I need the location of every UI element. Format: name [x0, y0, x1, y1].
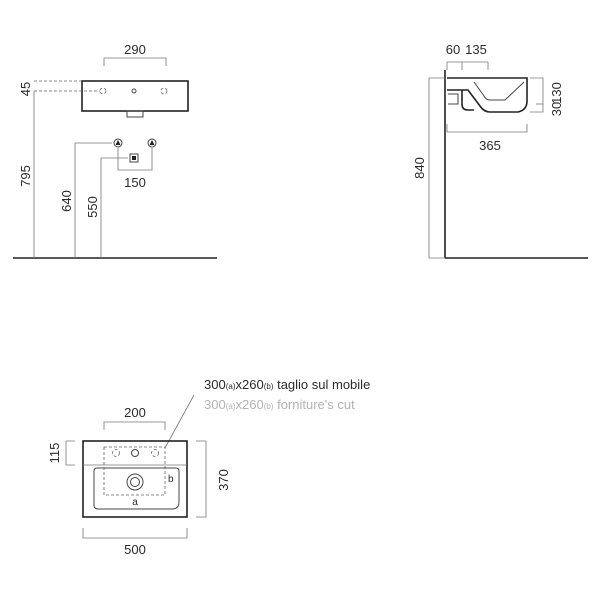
front-view: 290 45 795 150 640 550	[13, 42, 217, 259]
plan-hole-right	[151, 449, 159, 457]
cut-note-italian: 300(a)x260(b) taglio sul mobile	[204, 377, 370, 392]
dim-135: 135	[465, 42, 487, 57]
dim-365: 365	[479, 138, 501, 153]
leader-line	[164, 394, 195, 449]
dim-line-130	[530, 77, 544, 113]
dim-line-365	[446, 124, 528, 133]
trap-pipe	[461, 90, 474, 111]
plan-view: 300(a)x260(b) taglio sul mobile 300(a)x2…	[47, 377, 370, 557]
dim-line-290	[103, 57, 167, 66]
waste-outlet-side	[448, 93, 459, 105]
dim-60: 60	[446, 42, 460, 57]
dim-line-60	[446, 61, 462, 70]
dim-line-150	[117, 148, 153, 171]
drain-outer	[126, 473, 144, 491]
dim-130: 130	[549, 82, 564, 104]
cut-label-a: a	[132, 497, 138, 508]
dim-line-550	[100, 157, 128, 258]
basin-front	[81, 80, 189, 112]
plan-hole-center	[131, 449, 139, 457]
overflow-hole	[99, 87, 107, 95]
dim-550: 550	[85, 196, 100, 218]
waste-outlet	[126, 110, 144, 118]
basin-section	[447, 77, 528, 113]
dim-line-640	[74, 142, 112, 258]
dim-30: 30	[549, 102, 564, 116]
plan-hole-left	[112, 449, 120, 457]
cut-note-english: 300(a)x260(b) forniture's cut	[204, 397, 355, 412]
basin-plan-outer	[82, 440, 188, 518]
tap-hole-center	[131, 88, 137, 94]
dim-line-840	[428, 77, 445, 259]
basin-bowl	[93, 467, 180, 510]
dim-795: 795	[18, 165, 33, 187]
dim-840: 840	[412, 157, 427, 179]
dim-370: 370	[216, 469, 231, 491]
dim-290: 290	[124, 42, 146, 57]
dim-line-115	[65, 440, 75, 466]
dim-500: 500	[124, 542, 146, 557]
dim-line-500	[82, 528, 188, 539]
side-view: 60 135 130 30 365 840	[412, 42, 588, 259]
cut-label-b: b	[168, 474, 174, 485]
dim-line-200	[103, 421, 166, 430]
supply-right	[147, 138, 157, 148]
dim-200: 200	[124, 405, 146, 420]
drain-inner	[130, 477, 140, 487]
tap-hole-left	[160, 87, 168, 95]
basin-inner-profile	[473, 81, 525, 101]
dim-640: 640	[59, 190, 74, 212]
supply-left	[113, 138, 123, 148]
waste-connection	[129, 153, 139, 163]
dim-line-370	[196, 440, 207, 518]
dim-115: 115	[47, 443, 62, 464]
cut-outline	[103, 446, 166, 496]
dim-45: 45	[18, 82, 33, 96]
dim-150: 150	[124, 175, 146, 190]
